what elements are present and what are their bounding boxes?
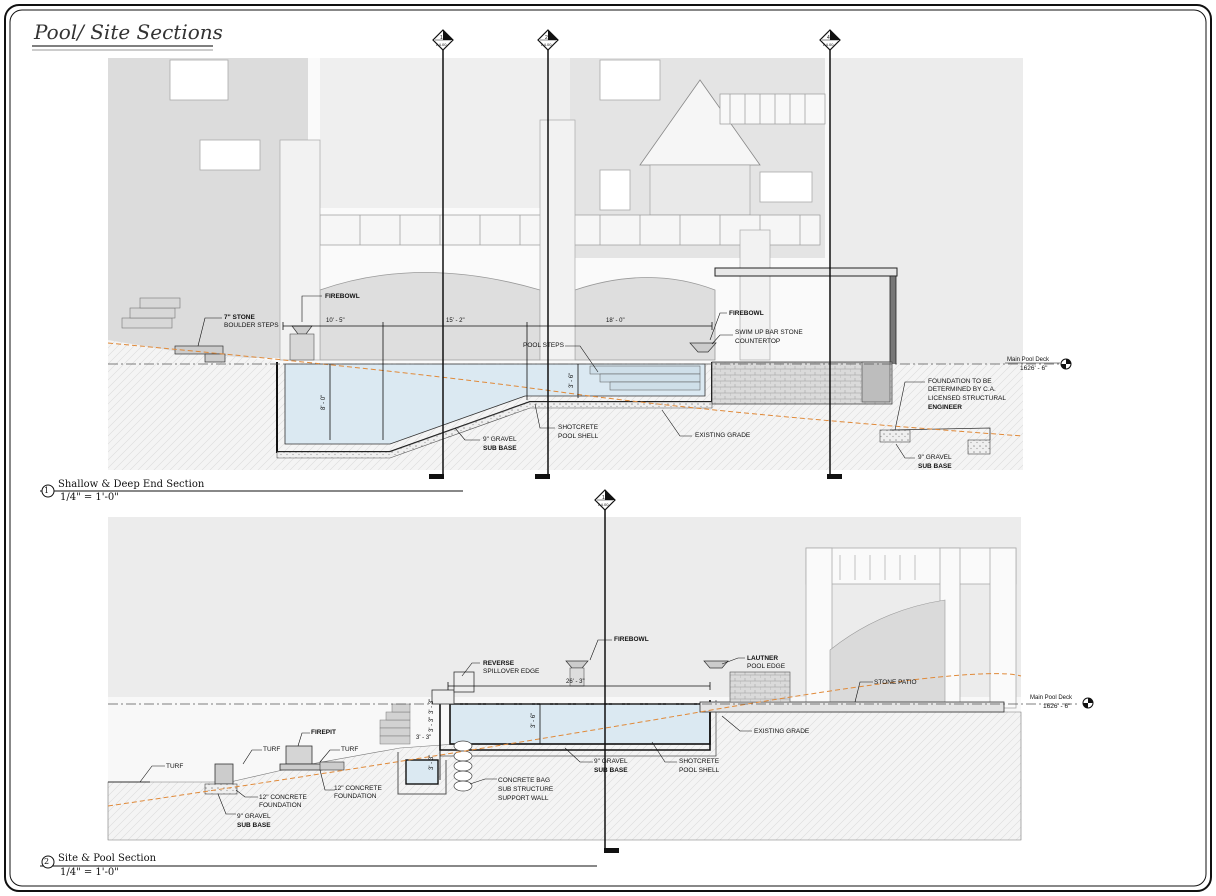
section-2-scale: 1/4" = 1'-0": [60, 867, 119, 878]
marker-2-ref: A4.00: [541, 42, 552, 47]
section-2-drawing: [107, 508, 1094, 853]
dim-2-step2: 3' - 3": [416, 735, 432, 741]
label-concrete-mid-2: FOUNDATION: [334, 793, 377, 800]
label-gravel-1a: 9" GRAVEL: [483, 436, 517, 443]
label-firebowl-right: FIREBOWL: [729, 310, 764, 317]
label-stone-steps-1: 7" STONE: [224, 314, 255, 321]
label-gravel-left-b: SUB BASE: [237, 822, 271, 829]
level-value-2: 1626' - 6": [1043, 703, 1071, 710]
label-concrete-bag-1: CONCRETE BAG: [498, 777, 551, 784]
marker-2-num: 2: [545, 35, 548, 41]
label-turf-far: TURF: [166, 763, 184, 770]
label-turf-mid: TURF: [341, 746, 359, 753]
section-marker-bottom: [594, 489, 616, 511]
dim-2-step1: 3' - 3": [429, 716, 435, 732]
level-name-1: Main Pool Deck: [1007, 357, 1050, 363]
section-marker-1: [432, 29, 454, 51]
section-marker-2: [537, 29, 559, 51]
label-lautner-2: POOL EDGE: [747, 663, 786, 670]
label-concrete-left-2: FOUNDATION: [259, 802, 302, 809]
label-gravel-mid-a: 9" GRAVEL: [594, 758, 628, 765]
dim-2-step3: 3' - 3": [429, 754, 435, 770]
label-swim-up-1: SWIM UP BAR STONE: [735, 329, 803, 336]
label-gravel-mid-b: SUB BASE: [594, 767, 628, 774]
section-2-title: Site & Pool Section: [58, 853, 157, 864]
label-firebowl-2: FIREBOWL: [614, 636, 649, 643]
section-2-number: 2: [44, 857, 50, 866]
marker-1-num: 1: [440, 35, 443, 41]
label-gravel-right-b: SUB BASE: [918, 463, 952, 470]
label-turf-left: TURF: [263, 746, 281, 753]
label-stone-patio: STONE PATIO: [874, 679, 917, 686]
section-1-title: Shallow & Deep End Section: [58, 479, 205, 490]
dim-2-depth: 3' - 6": [531, 712, 537, 728]
label-foundation-1: FOUNDATION TO BE: [928, 378, 992, 385]
label-reverse-2: SPILLOVER EDGE: [483, 668, 540, 675]
label-gravel-left-a: 9" GRAVEL: [237, 813, 271, 820]
dim-2-step4: 3' - 3": [429, 698, 435, 714]
label-foundation-2: DETERMINED BY C.A.: [928, 386, 996, 393]
label-existing-grade-1: EXISTING GRADE: [695, 432, 751, 439]
label-foundation-3: LICENSED STRUCTURAL: [928, 395, 1007, 402]
label-concrete-bag-2: SUB STRUCTURE: [498, 786, 554, 793]
marker-bottom-num: 1: [602, 495, 605, 501]
existing-grade-line-2: [107, 673, 1022, 807]
sheet-border-inner: [9, 9, 1207, 887]
marker-4-ref: A4.00: [823, 42, 834, 47]
marker-4-num: 4: [827, 35, 830, 41]
dim-1-depth-deep: 8' - 0": [321, 394, 327, 410]
firebowl-right-shape: [689, 342, 717, 353]
label-gravel-right-a: 9" GRAVEL: [918, 454, 952, 461]
section-marker-4: [819, 29, 841, 51]
label-concrete-bag-3: SUPPORT WALL: [498, 795, 549, 802]
section-1-number: 1: [44, 486, 50, 495]
marker-bottom-ref: A4.00: [598, 502, 609, 507]
dim-1-depth-shallow: 3' - 6": [569, 372, 575, 388]
pool-water-section-2: [449, 703, 711, 745]
section-1-scale: 1/4" = 1'-0": [60, 492, 119, 503]
label-concrete-mid-1: 12" CONCRETE: [334, 785, 382, 792]
label-firepit: FIREPIT: [311, 729, 336, 736]
label-shotcrete-2: POOL SHELL: [558, 433, 599, 440]
dim-2-width: 26' - 3": [566, 679, 585, 685]
label-stone-steps-2: BOULDER STEPS: [224, 322, 279, 329]
sheet-title: Pool/ Site Sections: [34, 20, 223, 44]
label-foundation-4: ENGINEER: [928, 404, 962, 411]
label-concrete-left-1: 12" CONCRETE: [259, 794, 307, 801]
sheet-border-outer: [4, 4, 1212, 892]
section-2-number-bubble: [41, 855, 55, 869]
dim-1-c: 18' - 0": [606, 318, 625, 324]
label-firebowl-left: FIREBOWL: [325, 293, 360, 300]
dim-1-a: 10' - 5": [326, 318, 345, 324]
section-1-drawing: [107, 48, 1072, 479]
level-value-1: 1626' - 6": [1020, 365, 1048, 372]
label-shotcrete-1: SHOTCRETE: [558, 424, 599, 431]
label-shotcrete-2b: POOL SHELL: [679, 767, 720, 774]
label-existing-grade-2: EXISTING GRADE: [754, 728, 810, 735]
level-name-2: Main Pool Deck: [1030, 695, 1073, 701]
label-reverse-1: REVERSE: [483, 660, 515, 667]
label-lautner-1: LAUTNER: [747, 655, 779, 662]
existing-grade-line-1: [107, 342, 1024, 437]
label-shotcrete-2a: SHOTCRETE: [679, 758, 720, 765]
marker-1-ref: A4.00: [436, 42, 447, 47]
label-swim-up-2: COUNTERTOP: [735, 338, 781, 345]
section-1-number-bubble: [41, 484, 55, 498]
label-pool-steps: POOL STEPS: [523, 342, 564, 349]
label-gravel-1b: SUB BASE: [483, 445, 517, 452]
dim-1-b: 15' - 2": [446, 318, 465, 324]
